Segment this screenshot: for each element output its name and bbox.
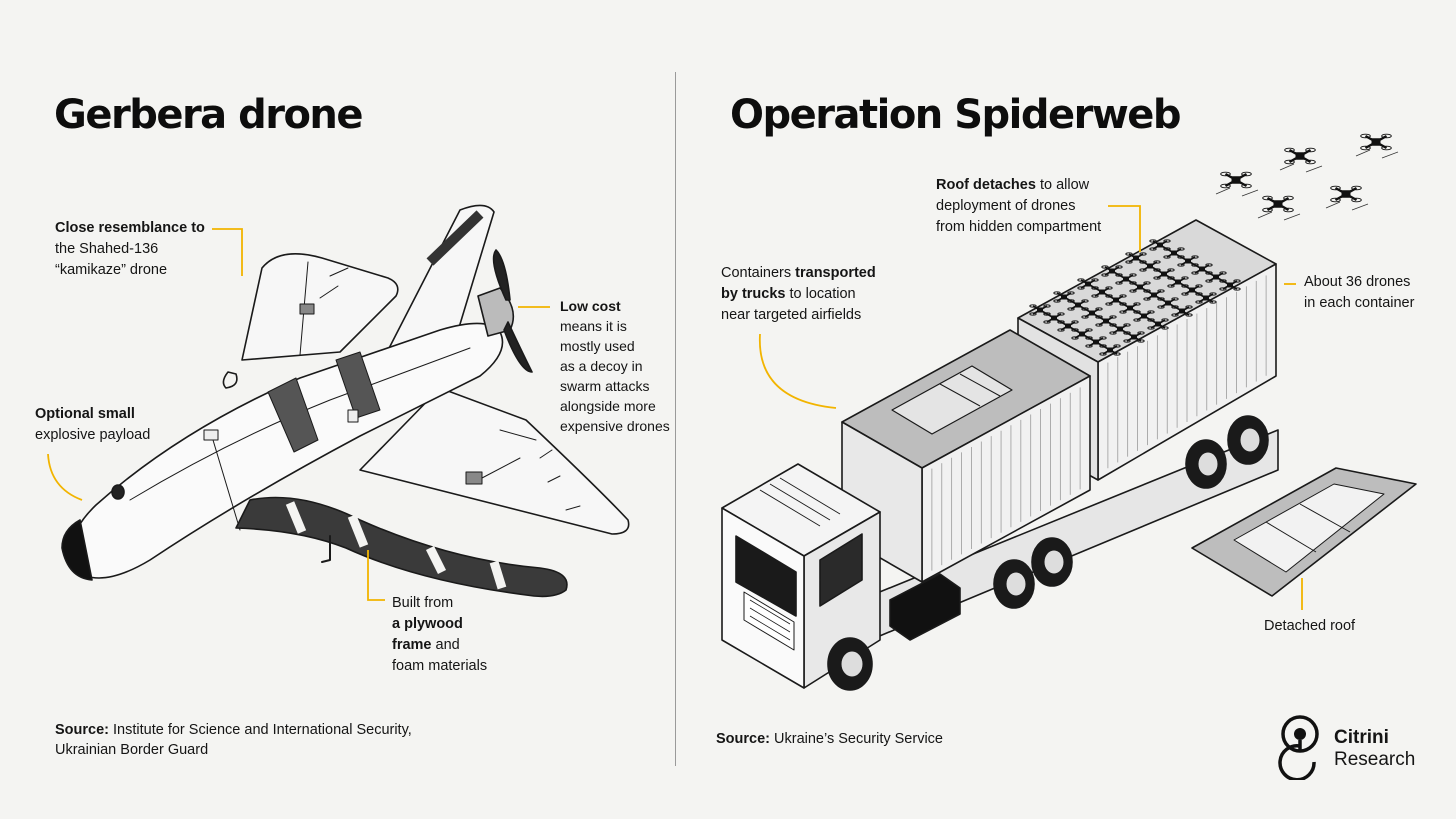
drone-icon bbox=[1123, 331, 1145, 343]
citrini-logo-icon bbox=[1278, 715, 1319, 780]
drone-icon bbox=[1099, 344, 1121, 356]
container-ribs bbox=[931, 275, 1267, 571]
spiderweb-source-label: Source: bbox=[716, 731, 770, 747]
callout-payload-bold: Optional small bbox=[35, 406, 135, 422]
callout-containers-bold1: transported bbox=[795, 265, 876, 281]
callout-roof-rest: to allow bbox=[1035, 177, 1090, 193]
drone-icon bbox=[1147, 318, 1169, 330]
callout-resemblance-bold: Close resemblance to bbox=[55, 220, 205, 236]
callout-containers-bold2: by trucks bbox=[721, 286, 786, 302]
gerbera-title: Gerbera drone bbox=[54, 92, 364, 138]
callout-low-cost-bold: Low cost bbox=[560, 298, 621, 314]
callout-containers-pre: Containers bbox=[721, 265, 796, 281]
callout-payload: Optional small explosive payload bbox=[35, 404, 150, 446]
drone-icon bbox=[1077, 278, 1099, 290]
gerbera-callout-lines bbox=[47, 228, 550, 601]
gerbera-source: Source: Institute for Science and Intern… bbox=[55, 720, 412, 760]
flying-drones bbox=[1215, 133, 1399, 221]
callout-drones-count-line2: in each container bbox=[1304, 295, 1415, 311]
callout-roof: Roof detaches to allow deployment of dro… bbox=[936, 175, 1101, 238]
callout-built-line1: Built from bbox=[392, 595, 454, 611]
callout-low-cost: Low cost means it is mostly used as a de… bbox=[560, 296, 670, 436]
drone-icon bbox=[1330, 185, 1362, 203]
drone-icon bbox=[1119, 302, 1141, 314]
drone-grid bbox=[1029, 239, 1241, 356]
drone-icon bbox=[1191, 263, 1213, 275]
callout-low-cost-line3: as a decoy in bbox=[560, 358, 643, 374]
brand-line1: Citrini bbox=[1334, 727, 1389, 748]
callout-low-cost-line1: means it is bbox=[560, 318, 627, 334]
callout-payload-line1: explosive payload bbox=[35, 427, 151, 443]
callout-roof-line1: deployment of drones bbox=[936, 198, 1076, 214]
callout-built-line4: foam materials bbox=[392, 658, 488, 674]
drone-icon bbox=[1360, 133, 1392, 151]
drone-icon bbox=[1262, 195, 1294, 213]
spiderweb-source-text: Ukraine’s Security Service bbox=[770, 731, 943, 747]
gerbera-source-line2: Ukrainian Border Guard bbox=[55, 742, 209, 758]
callout-resemblance: Close resemblance to the Shahed-136 “kam… bbox=[55, 218, 205, 281]
drone-icon bbox=[1105, 294, 1127, 306]
callout-resemblance-line1: the Shahed-136 bbox=[55, 241, 159, 257]
callout-roof-bold: Roof detaches bbox=[936, 177, 1036, 193]
spiderweb-title: Operation Spiderweb bbox=[730, 92, 1182, 138]
callout-low-cost-line5: alongside more bbox=[560, 398, 656, 414]
spiderweb-callout-lines bbox=[759, 205, 1303, 610]
callout-containers-line3: near targeted airfields bbox=[721, 307, 862, 323]
callout-containers: Containers transported by trucks to loca… bbox=[721, 263, 876, 326]
drone-icon bbox=[1220, 171, 1252, 189]
callout-built: Built from a plywood frame and foam mate… bbox=[392, 593, 487, 677]
callout-resemblance-line2: “kamikaze” drone bbox=[55, 262, 168, 278]
spiderweb-source: Source: Ukraine’s Security Service bbox=[716, 729, 943, 749]
panel-divider bbox=[675, 72, 676, 766]
callout-detached-roof: Detached roof bbox=[1264, 618, 1356, 634]
callout-built-and: and bbox=[431, 637, 460, 653]
callout-built-bold1: a plywood bbox=[392, 616, 463, 632]
gerbera-source-line1: Institute for Science and International … bbox=[109, 722, 412, 738]
callout-low-cost-line6: expensive drones bbox=[560, 418, 670, 434]
callout-drones-count: About 36 drones in each container bbox=[1304, 272, 1414, 314]
gerbera-source-label: Source: bbox=[55, 722, 109, 738]
callout-built-bold2: frame bbox=[392, 637, 432, 653]
drone-icon bbox=[1171, 305, 1193, 317]
callout-containers-rest: to location bbox=[785, 286, 856, 302]
callout-drones-count-line1: About 36 drones bbox=[1304, 274, 1411, 290]
drone-icon bbox=[1219, 279, 1241, 291]
drone-icon bbox=[1284, 147, 1316, 165]
brand-line2: Research bbox=[1334, 749, 1416, 770]
drone-icon bbox=[1195, 292, 1217, 304]
callout-low-cost-line2: mostly used bbox=[560, 338, 635, 354]
brand-name: Citrini Research bbox=[1334, 727, 1415, 771]
callout-roof-line2: from hidden compartment bbox=[936, 219, 1102, 235]
gerbera-drone-illustration bbox=[61, 204, 630, 598]
callout-low-cost-line4: swarm attacks bbox=[560, 378, 650, 394]
